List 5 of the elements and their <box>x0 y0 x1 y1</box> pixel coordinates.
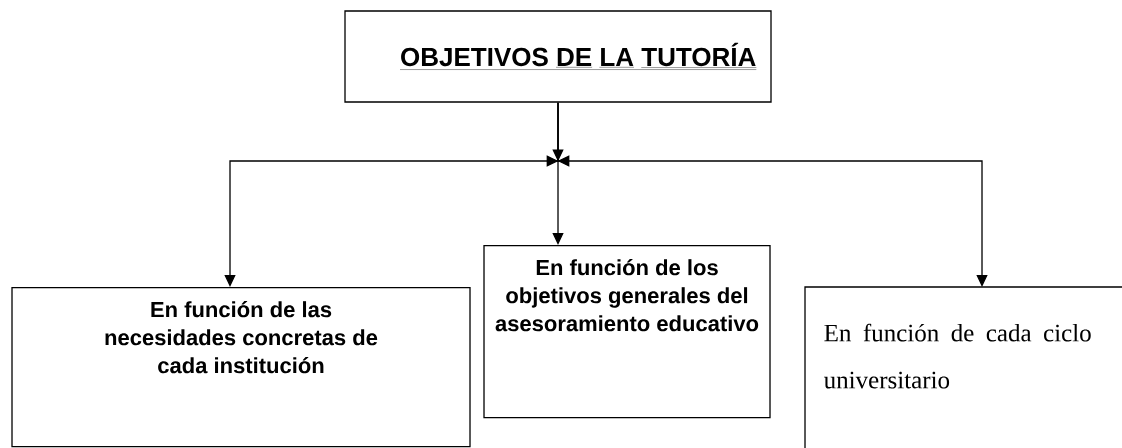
category-box: En función de las necesidades concretas de cada institución <box>11 287 471 448</box>
title-box: OBJETIVOS DE LA TUTORÍA <box>344 10 772 103</box>
category-box: En función de cada ciclo universitario <box>804 286 1122 448</box>
category-box: En función de los objetivos generales del asesoramiento educativo <box>483 245 771 419</box>
arrow <box>546 102 988 287</box>
